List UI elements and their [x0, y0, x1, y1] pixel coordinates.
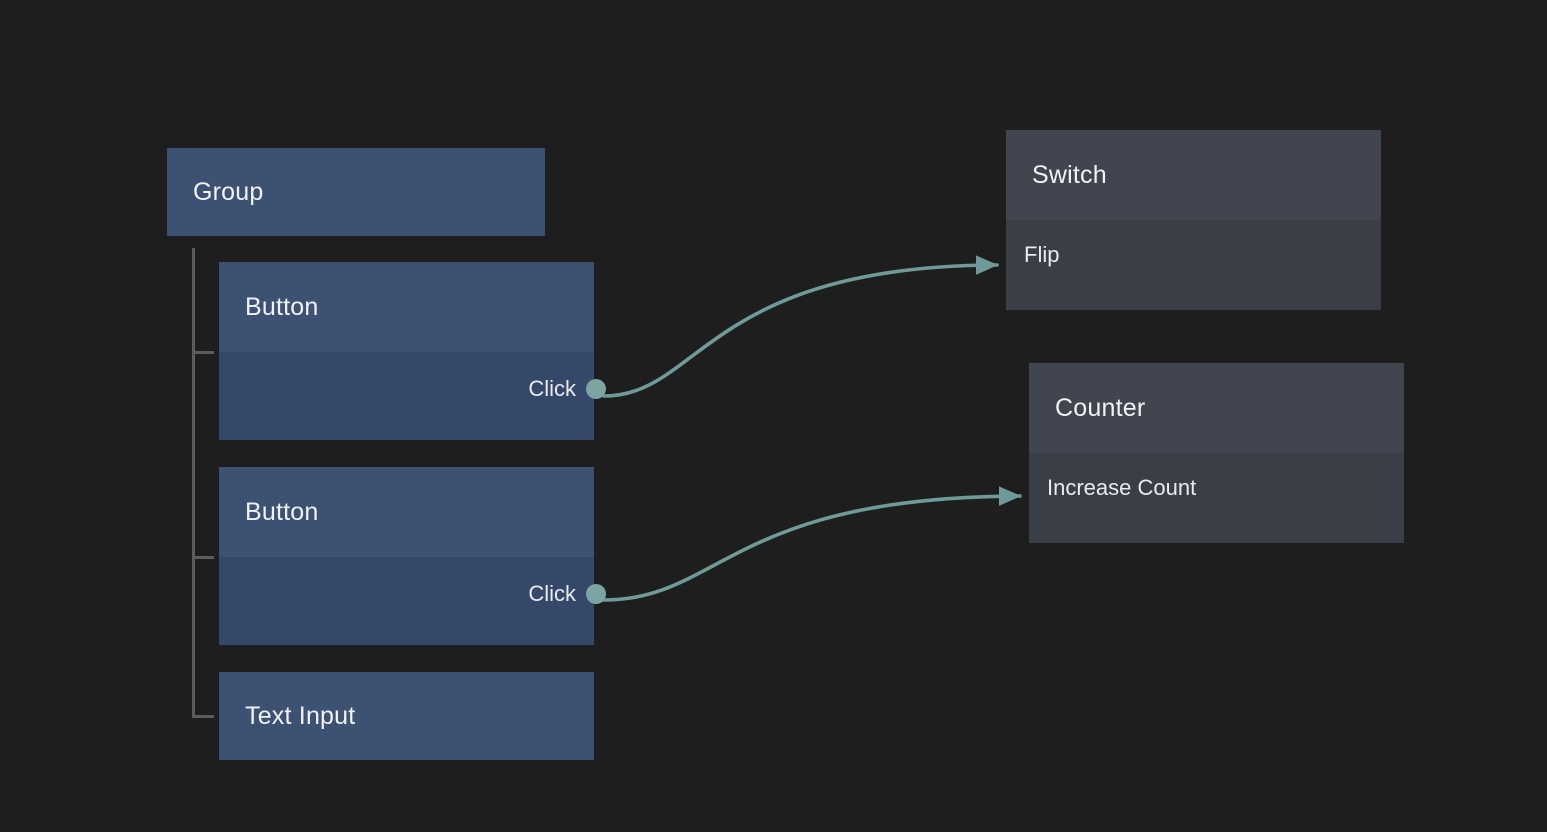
port-button-two-click[interactable]: Click: [528, 581, 606, 607]
edge-button-two-to-counter: [602, 486, 1022, 602]
node-button-two-title: Button: [245, 497, 319, 526]
node-switch-header[interactable]: Switch: [1006, 130, 1381, 220]
node-switch-body: Flip: [1006, 220, 1381, 310]
port-button-two-click-label: Click: [528, 581, 576, 606]
group-tree-branch-text-input: [192, 715, 214, 718]
node-button-two[interactable]: Button Click: [219, 467, 606, 645]
port-button-one-click[interactable]: Click: [528, 376, 606, 402]
node-button-two-body: Click: [219, 557, 606, 645]
node-counter[interactable]: Counter Increase Count: [1029, 363, 1404, 543]
node-switch[interactable]: Switch Flip: [1006, 130, 1381, 310]
node-group-title: Group: [193, 177, 264, 206]
node-counter-header[interactable]: Counter: [1029, 363, 1404, 453]
edge-button-one-to-switch: [602, 255, 999, 398]
group-tree-branch-button-one: [192, 351, 214, 354]
node-counter-body: Increase Count: [1029, 453, 1404, 543]
node-group[interactable]: Group: [167, 148, 545, 236]
port-switch-flip-label: Flip: [1024, 242, 1060, 267]
port-counter-increase-count[interactable]: Increase Count: [1029, 475, 1196, 501]
node-counter-title: Counter: [1055, 393, 1146, 422]
node-button-one-body: Click: [219, 352, 606, 440]
port-switch-flip[interactable]: Flip: [1006, 242, 1059, 268]
node-button-one-title: Button: [245, 292, 319, 321]
node-text-input[interactable]: Text Input: [219, 672, 594, 760]
node-button-two-header[interactable]: Button: [219, 467, 594, 557]
port-dot-icon[interactable]: [586, 379, 606, 399]
group-tree-branch-button-two: [192, 556, 214, 559]
node-text-input-title: Text Input: [245, 701, 356, 730]
port-dot-icon[interactable]: [586, 584, 606, 604]
port-button-one-click-label: Click: [528, 376, 576, 401]
group-tree-trunk: [192, 248, 195, 718]
node-button-one-header[interactable]: Button: [219, 262, 594, 352]
node-switch-title: Switch: [1032, 160, 1107, 189]
node-text-input-header[interactable]: Text Input: [219, 672, 594, 760]
node-group-header[interactable]: Group: [167, 148, 545, 236]
node-button-one[interactable]: Button Click: [219, 262, 606, 440]
port-counter-increase-count-label: Increase Count: [1047, 475, 1197, 500]
